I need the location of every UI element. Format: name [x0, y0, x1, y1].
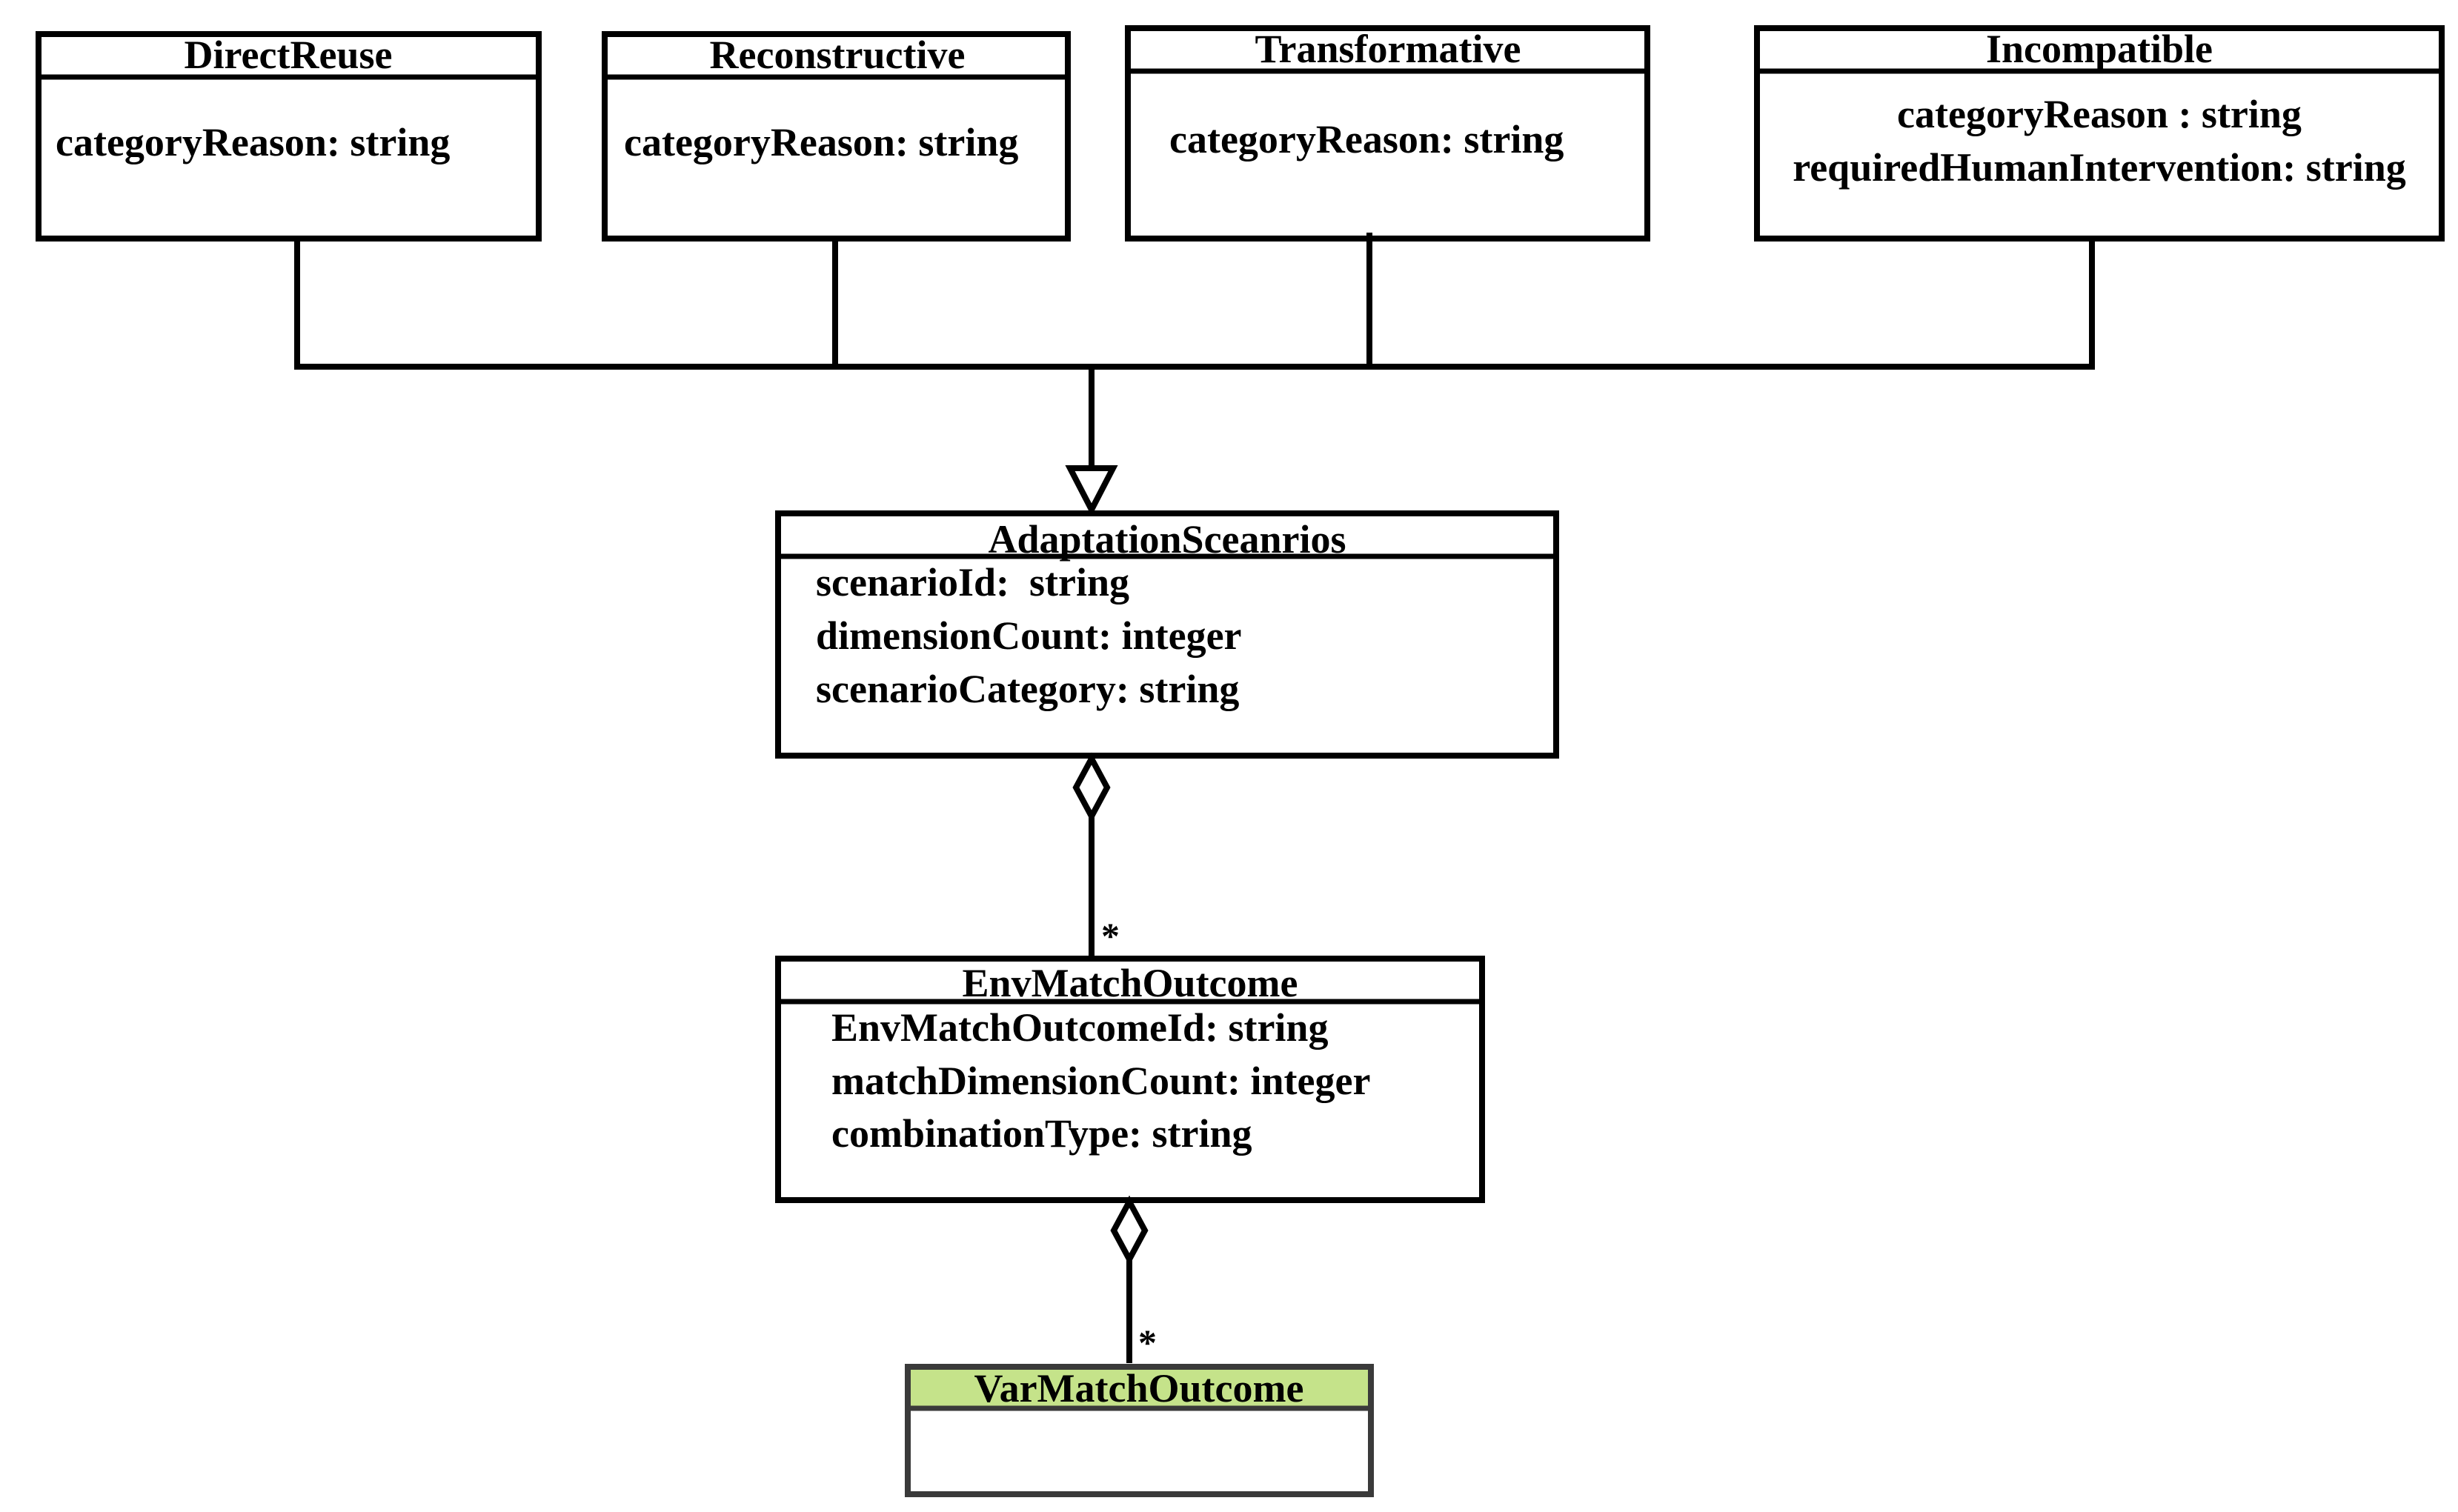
class-header-reconstructive [605, 34, 1068, 77]
class-name-adaptation-scenarios: AdaptationSceanrios [988, 517, 1346, 562]
class-box-env-match-outcome[interactable]: EnvMatchOutcome EnvMatchOutcomeId: strin… [775, 956, 1485, 1203]
class-border-var-match-outcome [905, 1364, 1374, 1497]
class-attribute-incompatible-2: requiredHumanIntervention: string [1793, 145, 2406, 190]
class-attribute-env-match-outcome-1: EnvMatchOutcomeId: string [831, 1005, 1328, 1050]
class-name-incompatible: Incompatible [1986, 27, 2213, 71]
class-box-var-match-outcome[interactable]: VarMatchOutcome [905, 1364, 1374, 1497]
class-attribute-transformative: categoryReason: string [1169, 117, 1564, 161]
class-box-adaptation-scenarios[interactable]: AdaptationSceanrios scenarioId: string d… [775, 510, 1559, 759]
class-attribute-reconstructive: categoryReason: string [624, 120, 1018, 164]
class-border-incompatible [1754, 25, 2445, 242]
class-header-incompatible [1757, 28, 2442, 71]
class-attribute-env-match-outcome-2: matchDimensionCount: integer [831, 1059, 1370, 1103]
class-attribute-adaptation-scenarios-2: dimensionCount: integer [816, 613, 1242, 658]
class-header-adaptation-scenarios [778, 513, 1556, 556]
class-attribute-incompatible-1: categoryReason : string [1897, 92, 2302, 136]
class-header-directreuse [39, 34, 539, 77]
class-attribute-adaptation-scenarios-1: scenarioId: string [816, 560, 1129, 605]
class-box-incompatible[interactable]: Incompatible categoryReason : string req… [1754, 25, 2445, 242]
class-box-reconstructive[interactable]: Reconstructive categoryReason: string [602, 31, 1071, 242]
class-attribute-directreuse: categoryReason: string [56, 120, 450, 164]
class-box-directreuse[interactable]: DirectReuse categoryReason: string [36, 31, 542, 242]
class-name-reconstructive: Reconstructive [710, 33, 966, 77]
generalization-connector [294, 233, 2095, 471]
class-box-transformative[interactable]: Transformative categoryReason: string [1125, 25, 1650, 242]
class-attribute-env-match-outcome-3: combinationType: string [831, 1111, 1252, 1156]
class-header-env-match-outcome [778, 959, 1482, 1002]
class-name-directreuse: DirectReuse [185, 33, 393, 77]
class-name-transformative: Transformative [1255, 27, 1521, 71]
class-border-reconstructive [602, 31, 1071, 242]
aggregation-diamond-env [1072, 752, 1111, 823]
class-border-directreuse [36, 31, 542, 242]
class-border-env-match-outcome [775, 956, 1485, 1203]
aggregation-diamond-var [1110, 1195, 1149, 1266]
class-border-adaptation-scenarios [775, 510, 1559, 759]
class-attribute-adaptation-scenarios-3: scenarioCategory: string [816, 667, 1239, 711]
multiplicity-label-env: * [1101, 915, 1120, 956]
class-name-env-match-outcome: EnvMatchOutcome [963, 961, 1298, 1005]
multiplicity-label-var: * [1138, 1322, 1157, 1363]
class-header-transformative [1128, 28, 1647, 71]
class-header-var-match-outcome [908, 1367, 1371, 1408]
class-name-var-match-outcome: VarMatchOutcome [974, 1366, 1304, 1411]
generalization-triangle-arrowhead [1065, 465, 1118, 516]
class-border-transformative [1125, 25, 1650, 242]
